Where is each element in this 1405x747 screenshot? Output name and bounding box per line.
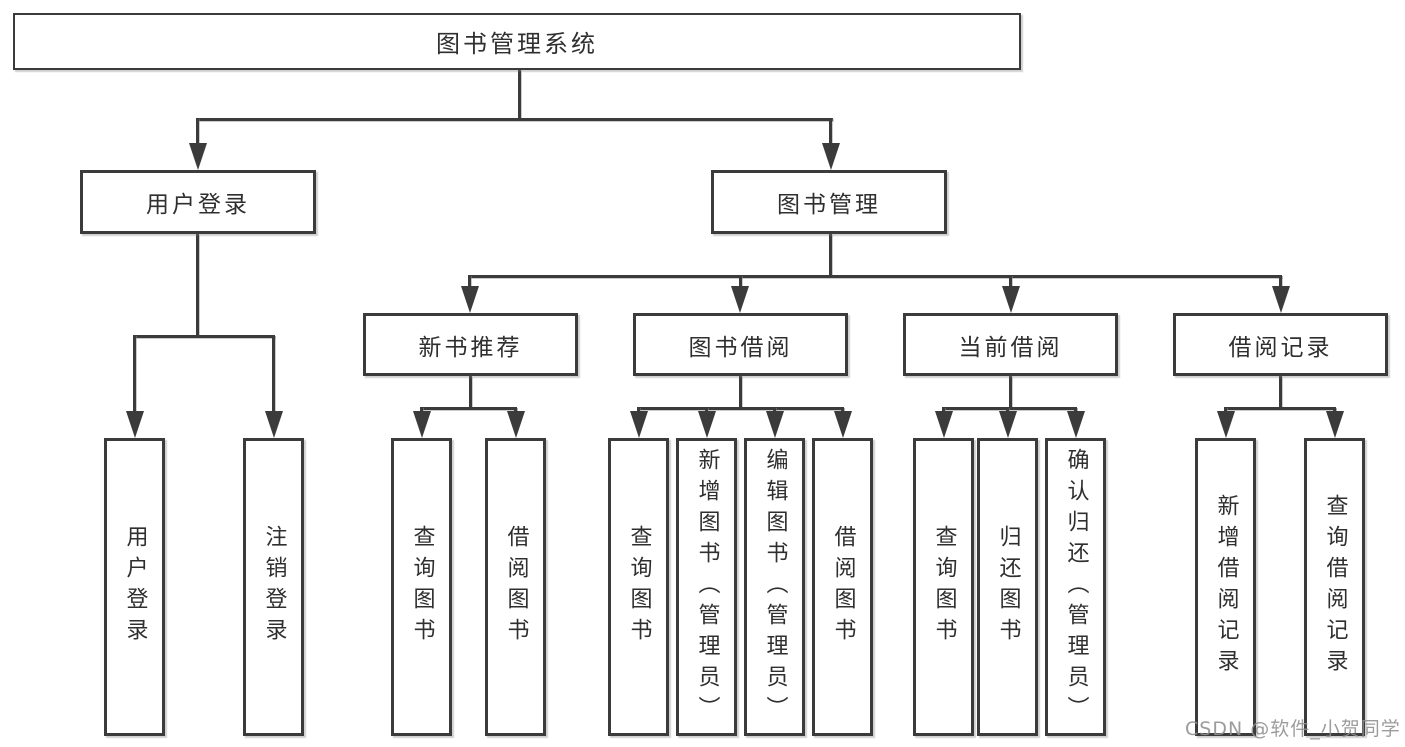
connector-user-login-rail <box>133 335 275 338</box>
node-user-login-label: 用户登录 <box>146 192 250 218</box>
node-root-label: 图书管理系统 <box>436 30 598 58</box>
connector-level3-rail <box>468 275 1282 278</box>
arrowhead-leaf-edit-book <box>766 411 784 438</box>
leaf-logout-login: 注销登录 <box>243 438 304 736</box>
arrowhead-leaf-add-record <box>1217 411 1235 438</box>
arrowhead-borrow-record <box>1272 286 1290 313</box>
connector-current-borrow-drop <box>1009 275 1012 290</box>
arrowhead-user-login <box>189 143 207 170</box>
leaf-add-book-admin: 新增图书（管理员） <box>676 438 737 736</box>
arrowhead-leaf-query-book-1 <box>413 411 431 438</box>
connector-new-book-rail <box>420 407 517 410</box>
connector-new-book-stem <box>469 376 472 409</box>
node-book-management-label: 图书管理 <box>777 192 881 218</box>
arrowhead-leaf-return-book <box>999 411 1017 438</box>
node-borrow-record: 借阅记录 <box>1173 313 1388 376</box>
node-new-book-recommend-label: 新书推荐 <box>418 334 523 361</box>
connector-leaf-login-drop <box>133 335 136 415</box>
arrowhead-book-borrow <box>731 286 749 313</box>
connector-level2-rail <box>197 118 833 121</box>
arrowhead-leaf-logout <box>265 411 283 438</box>
arrowhead-book-mgmt <box>822 143 840 170</box>
connector-book-borrow-stem <box>739 376 742 409</box>
leaf-edit-book-admin: 编辑图书（管理员） <box>744 438 805 736</box>
arrowhead-new-book <box>461 286 479 313</box>
arrowhead-leaf-query-record <box>1326 411 1344 438</box>
leaf-query-book-1: 查询图书 <box>391 438 452 736</box>
leaf-confirm-return-admin-label: 确认归还（管理员） <box>1063 447 1089 727</box>
connector-borrow-record-drop <box>1279 275 1282 290</box>
leaf-query-book-2-label: 查询图书 <box>626 525 652 649</box>
leaf-borrow-book-1: 借阅图书 <box>485 438 546 736</box>
leaf-user-login: 用户登录 <box>104 438 165 736</box>
leaf-query-borrow-record: 查询借阅记录 <box>1304 438 1365 736</box>
connector-book-mgmt-drop <box>829 118 832 148</box>
connector-borrow-record-stem <box>1279 376 1282 409</box>
arrowhead-leaf-query-book-2 <box>630 411 648 438</box>
connector-user-login-drop <box>196 118 199 148</box>
node-new-book-recommend: 新书推荐 <box>363 313 578 376</box>
leaf-user-login-label: 用户登录 <box>122 525 148 649</box>
leaf-add-book-admin-label: 新增图书（管理员） <box>694 447 720 727</box>
node-borrow-record-label: 借阅记录 <box>1228 334 1333 361</box>
leaf-query-book-3: 查询图书 <box>913 438 974 736</box>
leaf-return-book-label: 归还图书 <box>995 525 1021 649</box>
node-book-management: 图书管理 <box>711 170 947 234</box>
node-book-borrow-label: 图书借阅 <box>688 334 793 361</box>
leaf-add-borrow-record: 新增借阅记录 <box>1195 438 1256 736</box>
connector-borrow-record-rail <box>1224 407 1336 410</box>
node-current-borrow: 当前借阅 <box>903 313 1118 376</box>
node-user-login: 用户登录 <box>80 170 316 234</box>
leaf-return-book: 归还图书 <box>977 438 1038 736</box>
leaf-borrow-book-2: 借阅图书 <box>812 438 873 736</box>
connector-book-mgmt-stem <box>829 234 832 277</box>
arrowhead-leaf-borrow-book-2 <box>834 411 852 438</box>
arrowhead-leaf-login <box>126 411 144 438</box>
leaf-edit-book-admin-label: 编辑图书（管理员） <box>762 447 788 727</box>
arrowhead-leaf-query-book-3 <box>935 411 953 438</box>
arrowhead-leaf-confirm-return <box>1067 411 1085 438</box>
connector-book-borrow-drop <box>739 275 742 290</box>
arrowhead-current-borrow <box>1002 286 1020 313</box>
leaf-query-borrow-record-label: 查询借阅记录 <box>1322 494 1348 680</box>
leaf-confirm-return-admin: 确认归还（管理员） <box>1045 438 1106 736</box>
connector-current-borrow-rail <box>942 407 1077 410</box>
leaf-borrow-book-1-label: 借阅图书 <box>503 525 529 649</box>
node-current-borrow-label: 当前借阅 <box>958 334 1063 361</box>
leaf-query-book-1-label: 查询图书 <box>409 525 435 649</box>
connector-book-borrow-rail <box>637 407 844 410</box>
watermark-text: CSDN @软件_小贺同学 <box>1185 718 1401 740</box>
arrowhead-leaf-add-book <box>698 411 716 438</box>
connector-new-book-drop <box>468 275 471 290</box>
arrowhead-leaf-borrow-book-1 <box>507 411 525 438</box>
connector-leaf-logout-drop <box>272 335 275 415</box>
node-root: 图书管理系统 <box>13 13 1021 70</box>
connector-current-borrow-stem <box>1009 376 1012 409</box>
leaf-logout-login-label: 注销登录 <box>261 525 287 649</box>
leaf-borrow-book-2-label: 借阅图书 <box>830 525 856 649</box>
node-book-borrow: 图书借阅 <box>633 313 848 376</box>
leaf-query-book-2: 查询图书 <box>608 438 669 736</box>
connector-root-stem <box>518 70 521 118</box>
leaf-add-borrow-record-label: 新增借阅记录 <box>1213 494 1239 680</box>
connector-user-login-stem <box>196 234 199 336</box>
leaf-query-book-3-label: 查询图书 <box>931 525 957 649</box>
